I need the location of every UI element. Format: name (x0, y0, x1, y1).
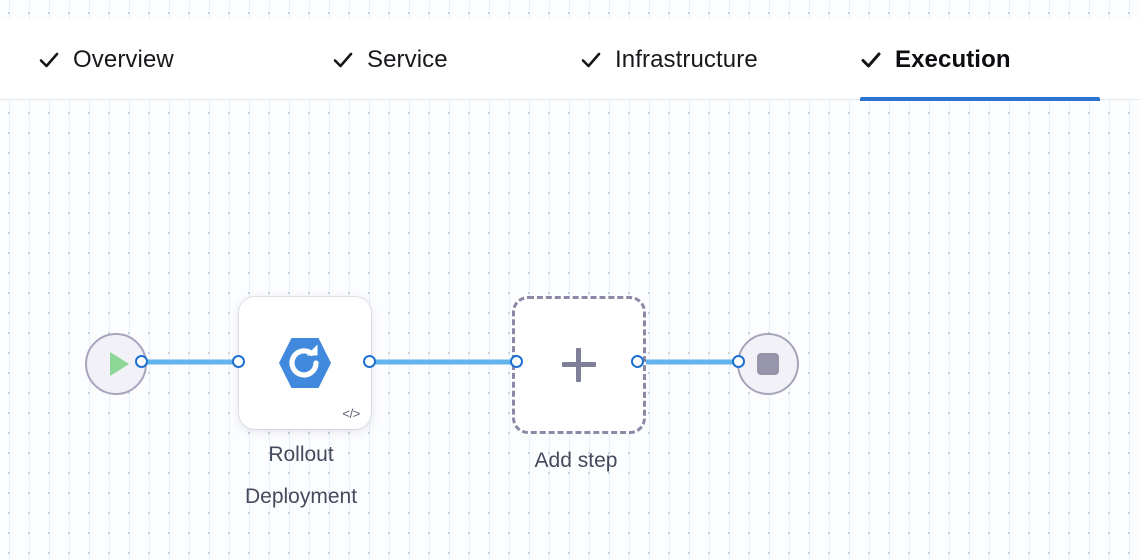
check-icon (580, 49, 602, 71)
tab-infrastructure[interactable]: Infrastructure (580, 20, 825, 100)
add-step-node[interactable] (512, 296, 646, 434)
check-icon (860, 49, 882, 71)
tab-overview[interactable]: Overview (38, 20, 218, 100)
stop-icon (757, 353, 779, 375)
handle-add-output[interactable] (631, 355, 644, 368)
step-node-rollout-deployment[interactable]: </> (239, 297, 371, 429)
handle-start-output[interactable] (135, 355, 148, 368)
tab-label: Execution (895, 46, 1011, 73)
step-node-label: Rollout Deployment (244, 443, 358, 508)
play-icon (109, 352, 129, 376)
pipeline-flow-graph: </> Rollout Deployment Add step (0, 100, 1140, 560)
tab-active-underline (860, 97, 1100, 101)
end-node[interactable] (737, 333, 799, 395)
tab-execution[interactable]: Execution (860, 20, 1100, 101)
code-icon: </> (342, 406, 360, 421)
handle-add-input[interactable] (510, 355, 523, 368)
tab-label: Service (367, 46, 448, 73)
handle-step-input[interactable] (232, 355, 245, 368)
handle-end-input[interactable] (732, 355, 745, 368)
end-node-circle (737, 333, 799, 395)
add-step-card (512, 296, 646, 434)
check-icon (38, 49, 60, 71)
tab-label: Infrastructure (615, 46, 758, 73)
plus-icon (562, 348, 596, 382)
step-node-card (239, 297, 371, 429)
tab-label: Overview (73, 46, 174, 73)
tab-service[interactable]: Service (332, 20, 492, 100)
rollout-hexagon-icon (279, 338, 331, 388)
add-step-label: Add step (534, 449, 618, 472)
handle-step-output[interactable] (363, 355, 376, 368)
stage-tab-bar: Overview Service Infrastructure (0, 20, 1140, 101)
check-icon (332, 49, 354, 71)
